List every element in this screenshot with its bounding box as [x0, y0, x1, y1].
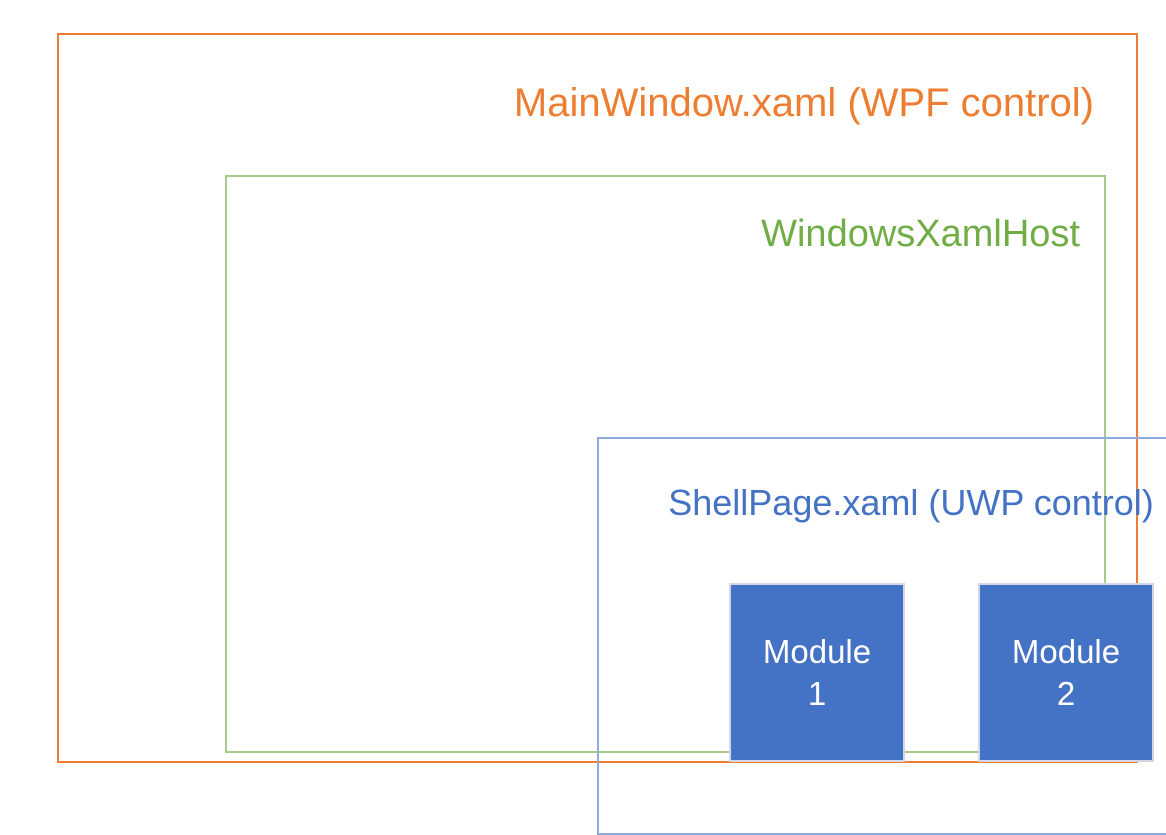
module-1-title: Module	[762, 633, 872, 671]
module-2-title: Module	[1011, 633, 1121, 671]
windowsxamlhost-label: WindowsXamlHost	[761, 213, 1080, 255]
shellpage-uwp-label: ShellPage.xaml (UWP control)	[668, 482, 1154, 523]
module-box-1: Module 1	[729, 583, 905, 762]
shellpage-uwp-container: ShellPage.xaml (UWP control) Module 1 Mo…	[597, 437, 1166, 835]
module-box-2: Module 2	[978, 583, 1154, 762]
diagram-canvas: MainWindow.xaml (WPF control) WindowsXam…	[57, 33, 1166, 835]
module-2-number: 2	[1056, 674, 1076, 712]
module-group: Module 1 Module 2	[729, 583, 1154, 763]
mainwindow-wpf-container: MainWindow.xaml (WPF control) WindowsXam…	[57, 33, 1166, 835]
module-1-number: 1	[807, 674, 827, 712]
mainwindow-wpf-label: MainWindow.xaml (WPF control)	[513, 81, 1094, 125]
windowsxamlhost-container: WindowsXamlHost ShellPage.xaml (UWP cont…	[225, 175, 1166, 835]
